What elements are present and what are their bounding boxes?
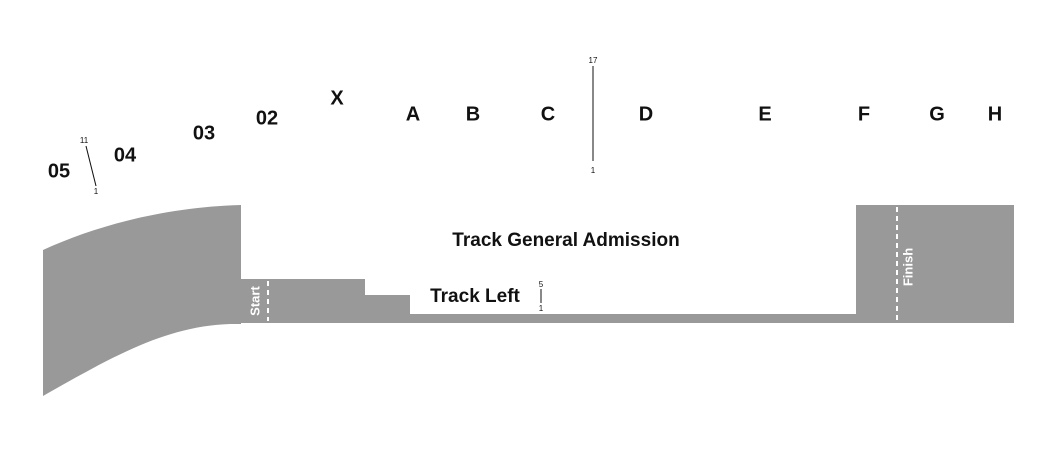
row-number-track-top: 5	[539, 280, 544, 289]
section-x[interactable]: X	[330, 87, 344, 109]
track-left-label[interactable]: Track Left	[430, 286, 520, 307]
section-02[interactable]: 02	[256, 107, 278, 129]
section-b[interactable]: B	[466, 103, 480, 125]
finish-area[interactable]	[856, 205, 1014, 323]
row-number-left-top: 11	[80, 136, 89, 145]
section-05[interactable]: 05	[48, 160, 70, 182]
section-f[interactable]: F	[858, 103, 870, 125]
left-ramp-area[interactable]	[43, 205, 241, 396]
start-label: Start	[247, 286, 262, 316]
section-03[interactable]: 03	[193, 122, 215, 144]
section-d[interactable]: D	[639, 103, 653, 125]
section-e[interactable]: E	[758, 103, 771, 125]
section-a[interactable]: A	[406, 103, 420, 125]
row-divider-left	[85, 145, 97, 187]
section-g[interactable]: G	[929, 103, 945, 125]
section-c[interactable]: C	[541, 103, 555, 125]
row-number-center-top: 17	[589, 56, 598, 65]
section-04[interactable]: 04	[114, 144, 137, 166]
row-number-center-bottom: 1	[591, 166, 596, 175]
row-number-track-bottom: 1	[539, 304, 544, 313]
finish-label: Finish	[900, 248, 915, 286]
track-general-admission-label[interactable]: Track General Admission	[452, 230, 679, 251]
start-area[interactable]	[241, 279, 410, 314]
section-h[interactable]: H	[988, 103, 1002, 125]
row-number-left-bottom: 1	[94, 187, 99, 196]
track-strip[interactable]	[241, 314, 1014, 323]
